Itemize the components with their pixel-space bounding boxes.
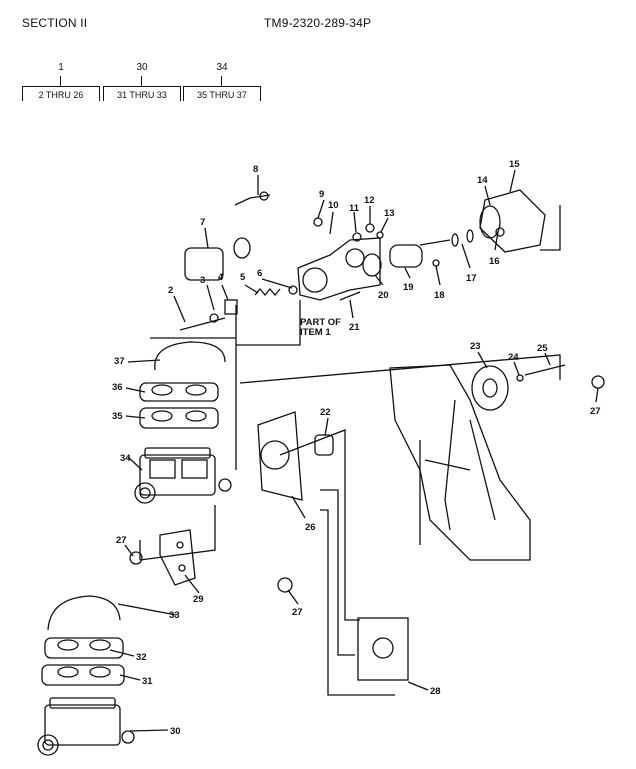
cap-12 xyxy=(365,223,375,233)
callout-34: 34 xyxy=(120,453,131,464)
callout-21: 21 xyxy=(349,322,360,333)
fitting-8 xyxy=(234,194,271,206)
bolt-21 xyxy=(339,291,361,301)
callout-24: 24 xyxy=(508,352,519,363)
callout-35: 35 xyxy=(112,411,123,422)
callout-26: 26 xyxy=(305,522,316,533)
callout-36: 36 xyxy=(112,382,123,393)
index-range: 35 THRU 37 xyxy=(183,86,261,101)
housing-15 xyxy=(479,189,546,253)
index-number: 30 xyxy=(136,62,148,73)
nut-3 xyxy=(209,313,219,323)
callout-2: 2 xyxy=(168,285,173,296)
plate-28 xyxy=(357,617,409,681)
callout-7: 7 xyxy=(200,217,205,228)
spring-5 xyxy=(254,287,281,297)
callout-10: 10 xyxy=(328,200,339,211)
callout-32: 32 xyxy=(136,652,147,663)
screw-18 xyxy=(432,259,440,267)
gasket-14 xyxy=(479,205,501,239)
callout-19: 19 xyxy=(403,282,414,293)
washer-16 xyxy=(495,227,505,237)
callout-8: 8 xyxy=(253,164,258,175)
part-of-line1: PART OF xyxy=(300,317,341,328)
tm-number: TM9-2320-289-34P xyxy=(264,16,372,30)
seal-20 xyxy=(362,253,382,277)
piston-19 xyxy=(389,244,423,268)
index-box-30: 30 31 THRU 33 xyxy=(103,62,181,101)
callout-13: 13 xyxy=(384,208,395,219)
callout-14: 14 xyxy=(477,175,488,186)
callout-6: 6 xyxy=(257,268,262,279)
callout-20: 20 xyxy=(378,290,389,301)
gasket-36 xyxy=(139,382,219,402)
callout-23: 23 xyxy=(470,341,481,352)
nut-27 xyxy=(129,551,143,565)
callout-30: 30 xyxy=(170,726,181,737)
bail-33 xyxy=(47,595,121,631)
callout-25: 25 xyxy=(537,343,548,354)
leader-line xyxy=(150,337,237,470)
bleeder-9 xyxy=(313,217,323,227)
callout-5: 5 xyxy=(240,272,246,283)
ring-17b xyxy=(466,229,474,243)
callout-27-right: 27 xyxy=(590,406,601,417)
callout-31: 31 xyxy=(142,676,153,687)
callout-37: 37 xyxy=(114,356,125,367)
gasket-32 xyxy=(44,637,124,659)
callout-33: 33 xyxy=(169,610,180,621)
index-box-34: 34 35 THRU 37 xyxy=(183,62,261,101)
callout-16: 16 xyxy=(489,256,500,267)
bolt-25 xyxy=(524,364,566,376)
ring-6 xyxy=(288,285,298,295)
index-range: 2 THRU 26 xyxy=(22,86,100,101)
callout-4: 4 xyxy=(218,272,224,283)
cover-31 xyxy=(41,664,125,686)
retainer-4 xyxy=(224,299,238,315)
index-range: 31 THRU 33 xyxy=(103,86,181,101)
bracket-29 xyxy=(159,529,196,586)
ring-17a xyxy=(451,233,459,247)
gasket-22 xyxy=(314,434,334,456)
callout-9: 9 xyxy=(319,189,324,200)
callout-3: 3 xyxy=(200,275,205,286)
callout-27-left: 27 xyxy=(116,535,127,546)
callout-27-mid: 27 xyxy=(292,607,303,618)
nut-27-c xyxy=(591,375,605,389)
nut-27-b xyxy=(277,577,293,593)
part-of-line2: ITEM 1 xyxy=(300,327,331,338)
ring-11 xyxy=(352,232,362,242)
index-number: 1 xyxy=(58,62,64,73)
callout-22: 22 xyxy=(320,407,331,418)
reservoir-cover-35 xyxy=(139,407,219,429)
seal-13 xyxy=(376,231,384,239)
callout-11: 11 xyxy=(349,203,360,214)
pin-24 xyxy=(516,374,524,382)
callout-15: 15 xyxy=(509,159,520,170)
index-box-1: 1 2 THRU 26 xyxy=(22,62,100,101)
retainer-bail-37 xyxy=(154,341,226,371)
callout-18: 18 xyxy=(434,290,445,301)
valve-body xyxy=(297,237,381,301)
callout-17: 17 xyxy=(466,273,477,284)
index-number: 34 xyxy=(216,62,228,73)
section-label: SECTION II xyxy=(22,16,88,30)
pedal-support xyxy=(389,364,531,561)
adapter-26 xyxy=(257,411,303,501)
callout-29: 29 xyxy=(193,594,204,605)
boot-23 xyxy=(471,365,509,411)
master-cylinder-30 xyxy=(37,697,135,756)
callout-12: 12 xyxy=(364,195,375,206)
master-cylinder-34 xyxy=(134,447,232,504)
callout-28: 28 xyxy=(430,686,441,697)
canister-7 xyxy=(184,247,224,281)
